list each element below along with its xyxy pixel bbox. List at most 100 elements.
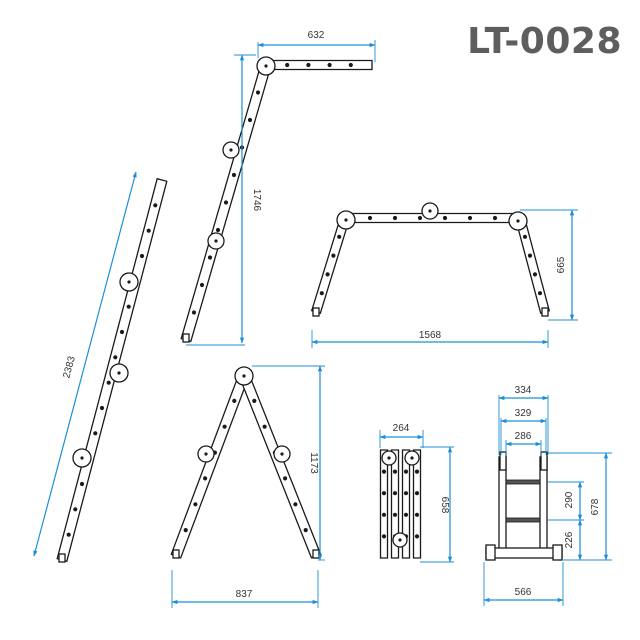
rail-hole: [331, 253, 336, 258]
rail-hole: [367, 215, 373, 221]
rail-hole: [414, 469, 420, 474]
rail-hole: [139, 253, 145, 259]
rail-hole: [442, 215, 448, 221]
rail-hole: [414, 534, 420, 539]
front-left-rail: [498, 456, 507, 555]
rail-hole: [99, 405, 105, 411]
ladder-foot: [312, 549, 320, 559]
hinge-pin: [117, 371, 121, 375]
rail-hole: [153, 203, 158, 208]
front-right-foot: [552, 544, 563, 561]
hinge-pin: [280, 452, 284, 456]
rail-hole: [119, 329, 125, 335]
hinge-pin: [127, 280, 131, 284]
rail-hole: [126, 304, 131, 309]
rail-hole: [191, 310, 197, 315]
rail-hole: [106, 380, 111, 385]
dimension-label-front_width_outer: 334: [515, 385, 532, 396]
rail-hole: [232, 398, 237, 403]
rail-hole: [327, 62, 332, 68]
dimension-label-a_frame_height: 1173: [308, 452, 319, 474]
rail-hole: [522, 234, 528, 239]
hinge-pin: [214, 239, 218, 243]
rail-hole: [293, 502, 298, 507]
rail-hole: [403, 512, 409, 517]
dimension-label-folded_height: 658: [439, 497, 450, 514]
a-frame-left-leg: [170, 372, 250, 559]
rail-hole: [222, 424, 227, 429]
hinge-pin: [428, 209, 432, 213]
ladder-foot: [312, 307, 320, 317]
front-rung: [505, 517, 541, 523]
hinge-pin: [398, 538, 402, 542]
dimension-label-scaffold_height: 665: [556, 256, 567, 273]
rail-hole: [527, 253, 533, 258]
rail-hole: [203, 476, 208, 481]
folded-rail: [412, 449, 422, 559]
dimension-annotations: 6321746238366515681173837264658334329286…: [33, 30, 612, 608]
rail-hole: [381, 512, 387, 517]
rail-hole: [492, 215, 498, 221]
rail-hole: [207, 255, 213, 260]
model-title: LT-0028: [467, 21, 622, 62]
rail-hole: [262, 424, 267, 429]
ladder-foot: [172, 549, 180, 559]
front-rung: [505, 479, 541, 485]
scaffold-left-leg: [310, 215, 351, 315]
rail-hole: [73, 507, 78, 512]
rail-hole: [392, 469, 398, 474]
folded-rail: [401, 449, 411, 559]
hinge-pin: [264, 64, 268, 68]
rail-hole: [215, 227, 221, 233]
hinge-pin: [516, 219, 520, 223]
dimension-label-rung_spacing: 290: [564, 491, 575, 508]
dimension-label-straight_length: 2383: [61, 355, 77, 380]
rail-hole: [403, 469, 409, 474]
hinge-pin: [229, 148, 233, 152]
folded-rail: [390, 449, 400, 559]
dimension-label-folded_width: 264: [393, 423, 410, 434]
rail-hole: [414, 491, 420, 496]
rail-hole: [306, 62, 311, 68]
rail-hole: [392, 215, 398, 221]
rail-hole: [223, 200, 229, 205]
rail-hole: [337, 234, 342, 239]
ladder-configurations: [56, 56, 563, 563]
dimension-line: [33, 171, 137, 557]
scaffold-right-leg: [514, 215, 551, 315]
rail-hole: [403, 491, 409, 496]
hinge-pin: [344, 218, 348, 222]
rail-hole: [199, 282, 205, 288]
rail-hole: [79, 481, 85, 487]
hinge-pin: [204, 452, 208, 456]
rail-hole: [392, 491, 398, 496]
rail-hole: [532, 272, 538, 277]
rail-hole: [325, 272, 330, 277]
rail-hole: [381, 491, 387, 496]
rail-hole: [193, 502, 198, 507]
rail-hole: [467, 215, 473, 221]
dimension-label-front_width_middle: 329: [515, 408, 532, 419]
dimension-label-scaffold_width: 1568: [419, 330, 442, 341]
rail-hole: [66, 532, 71, 537]
rail-hole: [93, 431, 98, 436]
rail-hole: [381, 469, 387, 474]
rail-hole: [283, 476, 288, 481]
l-shape-top-arm: [265, 59, 373, 71]
dimension-label-front_height: 678: [590, 498, 601, 515]
rail-hole: [303, 528, 308, 533]
rail-hole: [183, 528, 188, 533]
front-base-bar: [485, 547, 563, 559]
rail-hole: [247, 117, 253, 123]
hinge-pin: [80, 456, 84, 460]
rail-hole: [392, 512, 398, 517]
front-right-hinge: [540, 451, 548, 471]
ladder-foot: [541, 307, 549, 317]
ladder-foot: [58, 553, 66, 563]
rail-hole: [252, 398, 257, 403]
hinge-pin: [242, 374, 246, 378]
dimension-label-top_arm_width: 632: [308, 30, 325, 41]
rail-hole: [319, 291, 324, 296]
dimension-label-front_base_width: 566: [515, 587, 532, 598]
